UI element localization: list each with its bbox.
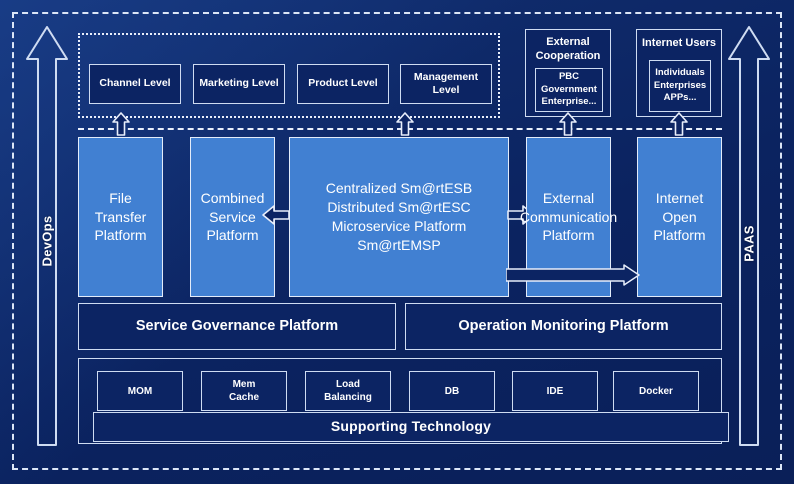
platform-file-transfer[interactable]: File Transfer Platform <box>78 137 163 297</box>
platform-center-esb[interactable]: Centralized Sm@rtESB Distributed Sm@rtES… <box>289 137 509 297</box>
layer-separator-line <box>78 128 722 130</box>
up-arrow-center <box>395 112 415 136</box>
internet-users-inner: Individuals Enterprises APPs... <box>649 60 711 112</box>
devops-arrow-label: DevOps <box>39 215 55 267</box>
internet-users-inner-line2: Enterprises <box>653 79 707 91</box>
internet-open-line1: Internet <box>655 189 704 206</box>
internet-users-inner-line3: APPs... <box>663 92 697 104</box>
level-box-marketing[interactable]: Marketing Level <box>193 64 285 104</box>
tech-db-line1: DB <box>444 385 460 397</box>
level-label-management: Management Level <box>413 70 479 96</box>
tech-docker-line1: Docker <box>639 385 673 397</box>
external-cooperation-title-line1: External <box>546 36 590 48</box>
platform-internet-open[interactable]: Internet Open Platform <box>637 137 722 297</box>
tech-mom-line1: MOM <box>127 385 153 397</box>
business-levels-container <box>78 33 500 118</box>
up-arrow-internet-users <box>669 112 689 136</box>
tech-box-db[interactable]: DB <box>409 371 495 411</box>
external-cooperation-box[interactable]: External Cooperation PBC Government Ente… <box>525 29 611 117</box>
devops-arrow: DevOps <box>24 24 70 448</box>
service-governance-label: Service Governance Platform <box>135 318 339 335</box>
internet-users-title: Internet Users <box>642 37 716 49</box>
supporting-technology-label: Supporting Technology <box>330 418 492 435</box>
tech-box-mom[interactable]: MOM <box>97 371 183 411</box>
external-comm-line2: Communication <box>519 208 618 225</box>
internet-users-box[interactable]: Internet Users Individuals Enterprises A… <box>636 29 722 117</box>
tech-box-load-balancing[interactable]: Load Balancing <box>305 371 391 411</box>
tech-memcache-line2: Cache <box>228 392 259 403</box>
external-comm-line3: Platform <box>542 227 595 244</box>
paas-arrow-label: PAAS <box>741 225 757 262</box>
platform-combined-service[interactable]: Combined Service Platform <box>190 137 275 297</box>
level-box-management[interactable]: Management Level <box>400 64 492 104</box>
supporting-technology-container <box>78 358 722 444</box>
up-arrow-channel <box>111 112 131 136</box>
external-cooperation-title-line2: Cooperation <box>535 50 601 63</box>
outer-dashed-frame <box>12 12 782 470</box>
level-label-product: Product Level <box>308 77 378 90</box>
arrow-center-to-internet-open <box>506 264 640 286</box>
level-label-channel: Channel Level <box>99 77 171 90</box>
tech-memcache-line1: Mem <box>232 379 256 390</box>
arrow-center-to-combined <box>261 202 291 228</box>
level-box-channel[interactable]: Channel Level <box>89 64 181 104</box>
tech-ide-line1: IDE <box>546 385 564 397</box>
external-cooperation-inner: PBC Government Enterprise... <box>535 68 603 112</box>
file-transfer-line3: Platform <box>94 227 147 244</box>
tech-box-ide[interactable]: IDE <box>512 371 598 411</box>
combined-service-line1: Combined <box>200 189 265 206</box>
tech-loadbalancing-line2: Balancing <box>324 392 372 403</box>
external-cooperation-inner-line2: Enterprise... <box>541 96 597 108</box>
external-cooperation-title: External Cooperation <box>536 35 601 64</box>
tech-loadbalancing-line1: Load <box>336 379 360 390</box>
tech-box-docker[interactable]: Docker <box>613 371 699 411</box>
up-arrow-external-cooperation <box>558 112 578 136</box>
external-cooperation-inner-line1: PBC Government <box>541 70 597 95</box>
center-esb-line2: Distributed Sm@rtESC <box>327 199 471 216</box>
internet-open-line3: Platform <box>653 227 706 244</box>
service-governance-platform[interactable]: Service Governance Platform <box>78 303 396 350</box>
file-transfer-line2: Transfer <box>94 208 147 225</box>
supporting-technology-bar[interactable]: Supporting Technology <box>93 412 729 442</box>
combined-service-line3: Platform <box>206 227 259 244</box>
tech-box-mem-cache[interactable]: Mem Cache <box>201 371 287 411</box>
operation-monitoring-label: Operation Monitoring Platform <box>458 318 669 335</box>
level-label-marketing: Marketing Level <box>199 77 279 90</box>
internet-users-inner-line1: Individuals <box>655 66 705 78</box>
internet-open-line2: Open <box>662 208 697 225</box>
combined-service-line2: Service <box>209 208 256 225</box>
center-esb-line1: Centralized Sm@rtESB <box>325 180 473 197</box>
file-transfer-line1: File <box>109 189 132 206</box>
center-esb-line3: Microservice Platform Sm@rtEMSP <box>331 218 467 253</box>
level-box-product[interactable]: Product Level <box>297 64 389 104</box>
operation-monitoring-platform[interactable]: Operation Monitoring Platform <box>405 303 722 350</box>
paas-arrow: PAAS <box>726 24 772 448</box>
external-comm-line1: External <box>542 189 595 206</box>
